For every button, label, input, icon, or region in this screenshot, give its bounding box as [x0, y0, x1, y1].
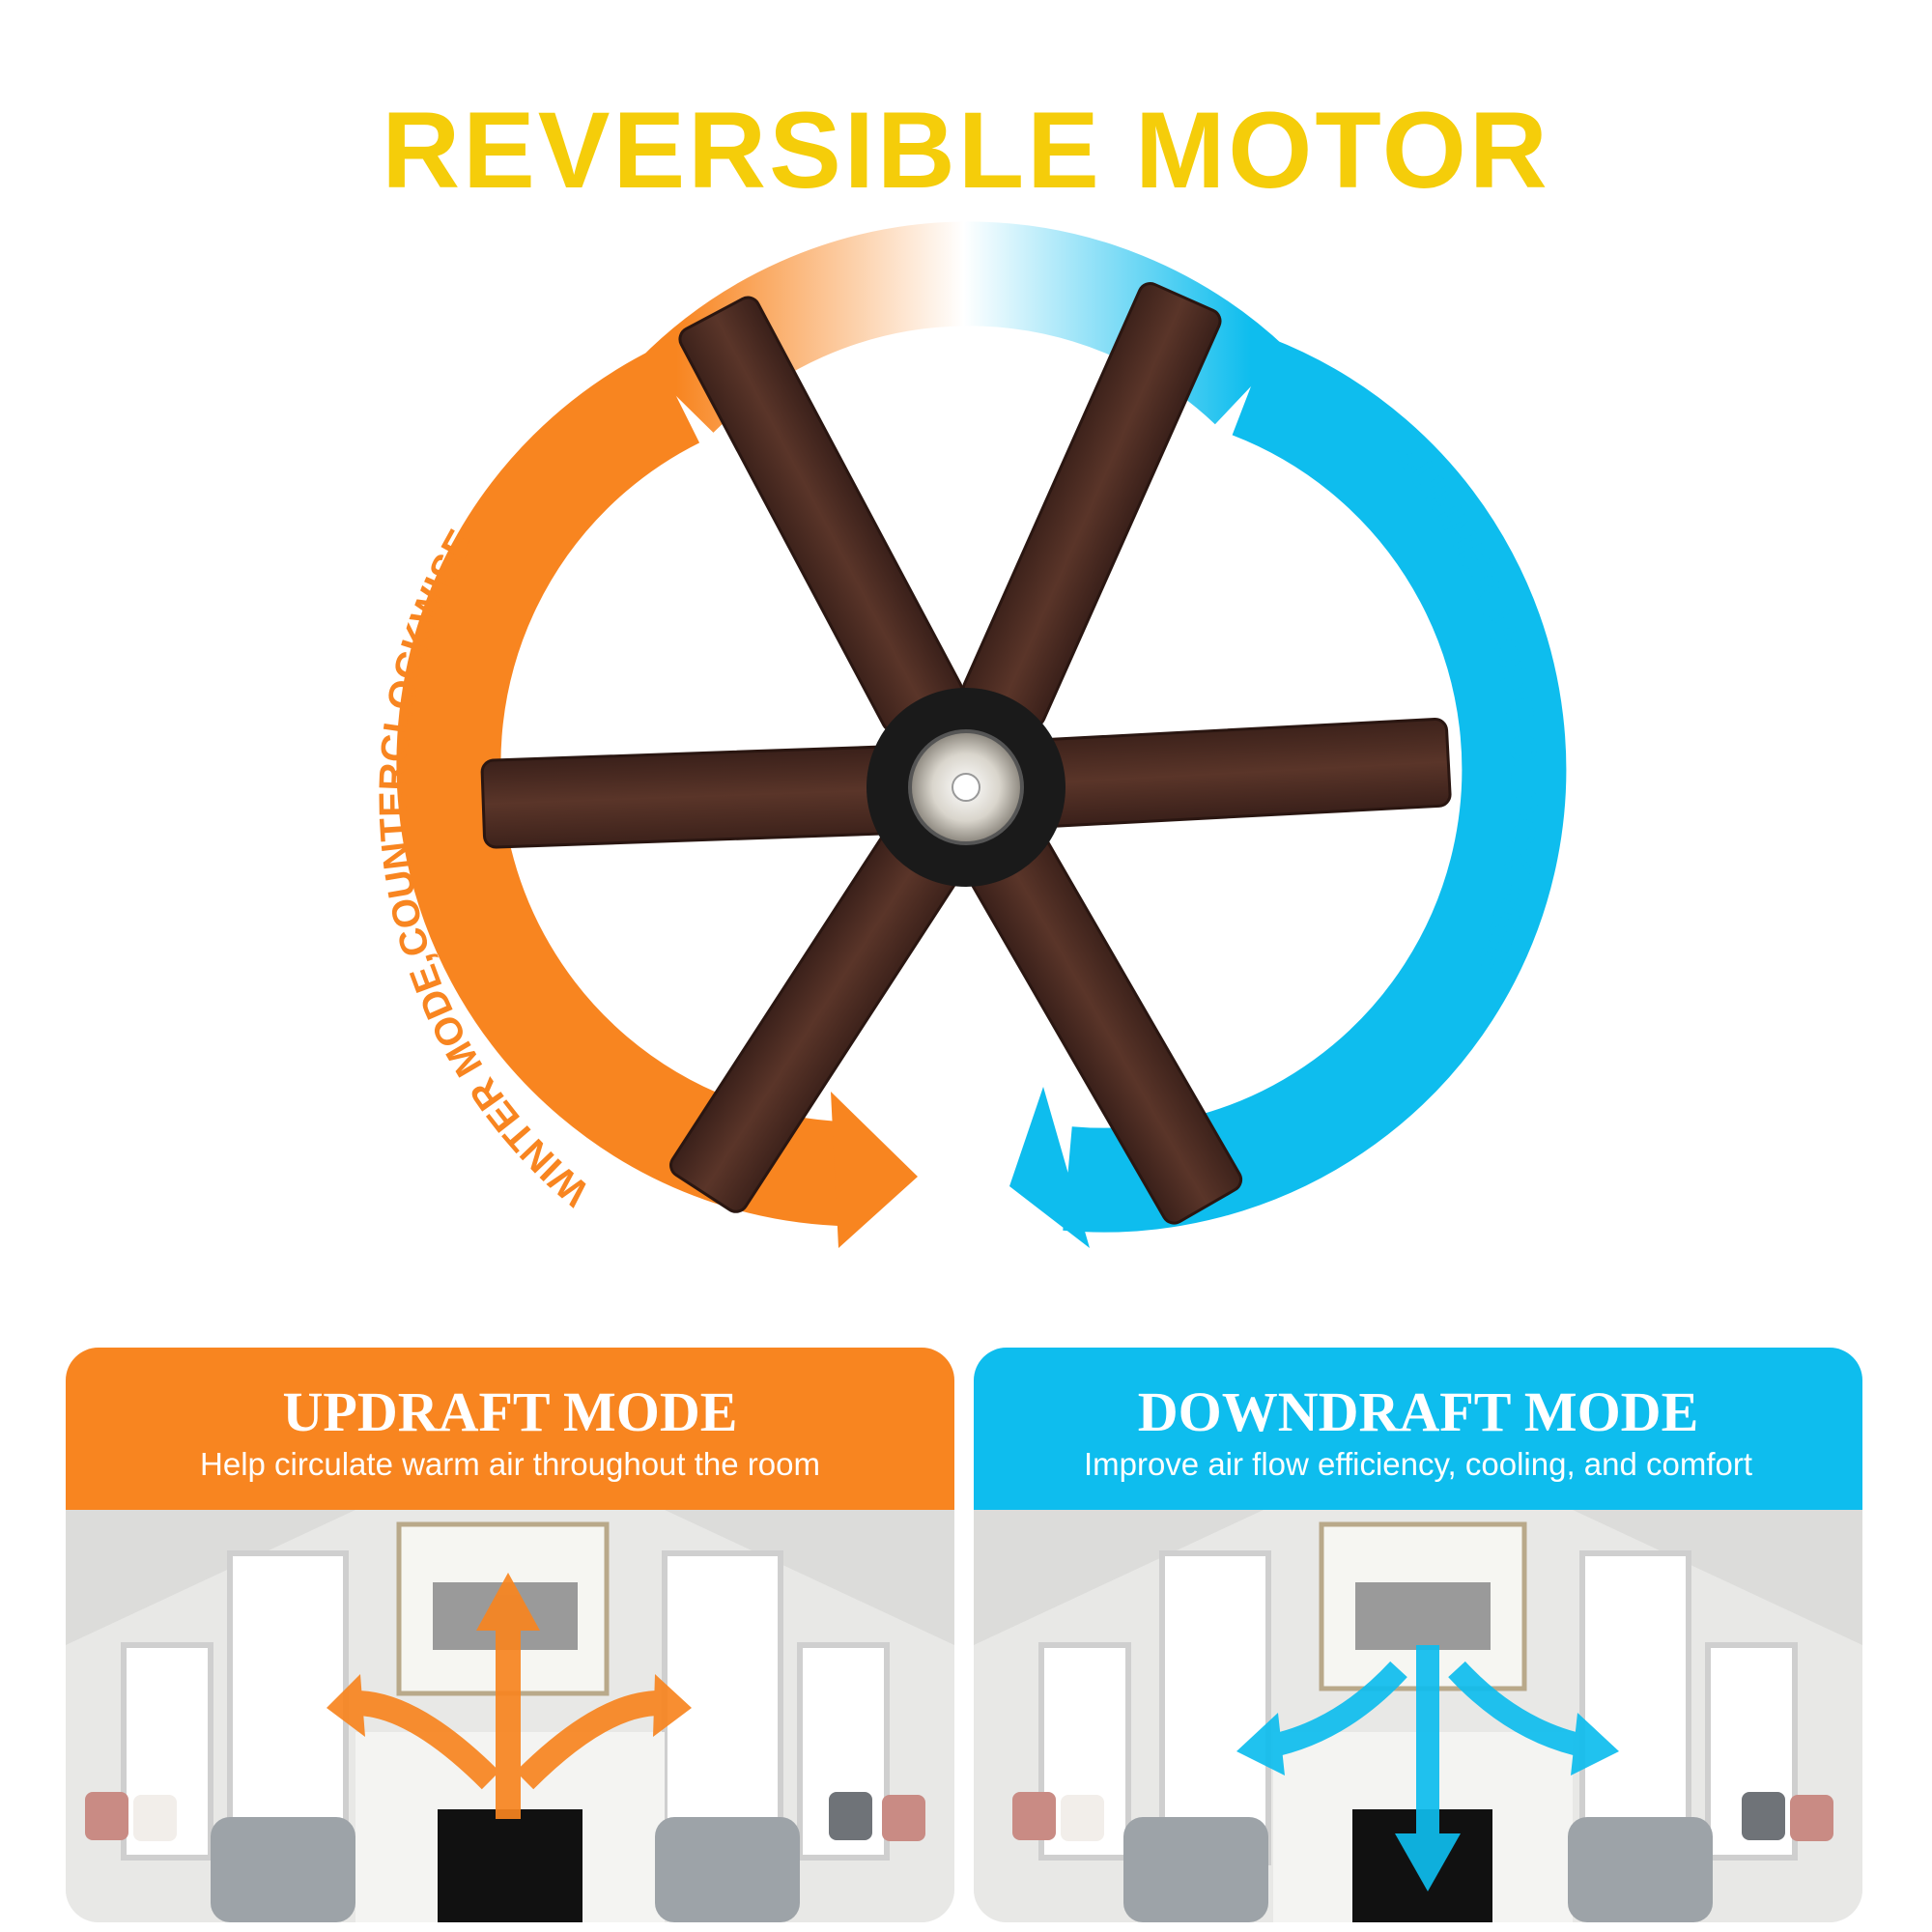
downdraft-title: DOWNDRAFT MODE	[1137, 1380, 1699, 1443]
downdraft-header: DOWNDRAFT MODE Improve air flow efficien…	[974, 1348, 1862, 1510]
winter-arc	[396, 349, 843, 1226]
downdraft-subtitle: Improve air flow efficiency, cooling, an…	[1083, 1446, 1753, 1482]
fan-blade	[678, 296, 964, 733]
fan-blades	[480, 282, 1452, 1225]
updraft-title: UPDRAFT MODE	[282, 1380, 738, 1443]
fan-blade	[1039, 718, 1452, 828]
downdraft-arrows	[1236, 1645, 1619, 1891]
summer-arrow-head	[1009, 1087, 1090, 1248]
updraft-panel: UPDRAFT MODE Help circulate warm air thr…	[66, 1348, 954, 1922]
updraft-header: UPDRAFT MODE Help circulate warm air thr…	[66, 1348, 954, 1510]
updraft-subtitle: Help circulate warm air throughout the r…	[200, 1446, 820, 1482]
updraft-arrows	[327, 1573, 692, 1819]
fan-blade	[480, 745, 892, 849]
page-title: REVERSIBLE MOTOR	[382, 90, 1550, 211]
living-room-image	[66, 1510, 954, 1922]
fan-diagram: WINTER MODE,COUNTERCLOCKWISE SUMMER MODE…	[372, 221, 1567, 1248]
summer-arc	[1063, 337, 1567, 1233]
downdraft-panel: DOWNDRAFT MODE Improve air flow efficien…	[974, 1348, 1862, 1922]
living-room-image	[974, 1510, 1862, 1922]
light-bulb	[952, 773, 980, 802]
winter-arrow-head	[831, 1092, 918, 1248]
